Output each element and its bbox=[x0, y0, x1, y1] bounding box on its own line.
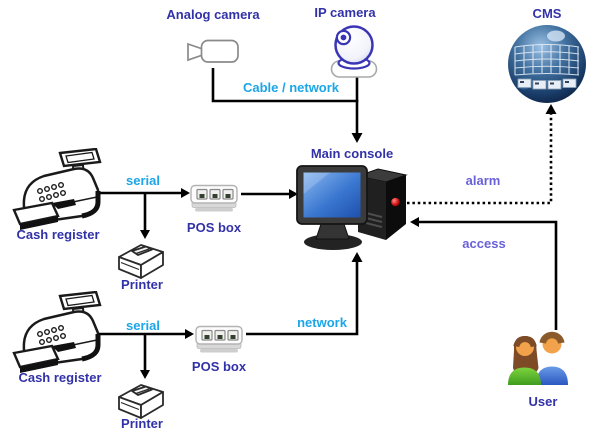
cash-register-1-icon bbox=[10, 148, 106, 232]
user-icon bbox=[505, 328, 573, 386]
serial-1-label: serial bbox=[126, 173, 160, 188]
arrow-to-printer2 bbox=[140, 370, 150, 379]
arrow-to-pos1 bbox=[181, 188, 190, 198]
pos-box-1-label: POS box bbox=[186, 220, 242, 235]
printer-1-label: Printer bbox=[121, 277, 163, 292]
arrow-to-cms bbox=[545, 104, 557, 114]
cable-network-line bbox=[211, 68, 359, 103]
arrowheads bbox=[140, 104, 557, 379]
arrow-to-console-right bbox=[410, 217, 419, 227]
pos-box-2-icon bbox=[193, 323, 245, 355]
cable-network-label: Cable / network bbox=[242, 80, 340, 95]
cash-register-2-icon bbox=[10, 291, 106, 375]
access-line bbox=[419, 220, 558, 330]
arrow-to-console-bottom bbox=[351, 252, 363, 262]
analog-camera-icon bbox=[186, 36, 240, 66]
analog-camera-label: Analog camera bbox=[166, 7, 260, 22]
cms-video-wall-icon bbox=[507, 23, 587, 105]
arrow-to-console-top bbox=[351, 133, 363, 143]
main-console-label: Main console bbox=[310, 146, 394, 161]
printer-2-icon bbox=[116, 380, 166, 420]
main-console-icon bbox=[296, 160, 412, 252]
user-label: User bbox=[528, 394, 558, 409]
pos-box-1-icon bbox=[188, 182, 240, 214]
printer-2-label: Printer bbox=[121, 416, 163, 431]
cms-label: CMS bbox=[532, 6, 562, 21]
alarm-label: alarm bbox=[465, 173, 501, 188]
network-line bbox=[246, 261, 359, 336]
arrow-to-printer1 bbox=[140, 230, 150, 239]
cash-register-2-label: Cash register bbox=[18, 370, 102, 385]
arrow-to-pos2 bbox=[185, 329, 194, 339]
alarm-dotted-line bbox=[407, 113, 553, 205]
pos-box-2-label: POS box bbox=[191, 359, 247, 374]
ip-camera-icon bbox=[329, 21, 379, 79]
network-label: network bbox=[297, 315, 347, 330]
access-label: access bbox=[462, 236, 506, 251]
printer-1-icon bbox=[116, 240, 166, 280]
arrow-to-console-left bbox=[289, 189, 298, 199]
serial-2-label: serial bbox=[126, 318, 160, 333]
cash-register-1-label: Cash register bbox=[16, 227, 100, 242]
ip-camera-label: IP camera bbox=[314, 5, 376, 20]
